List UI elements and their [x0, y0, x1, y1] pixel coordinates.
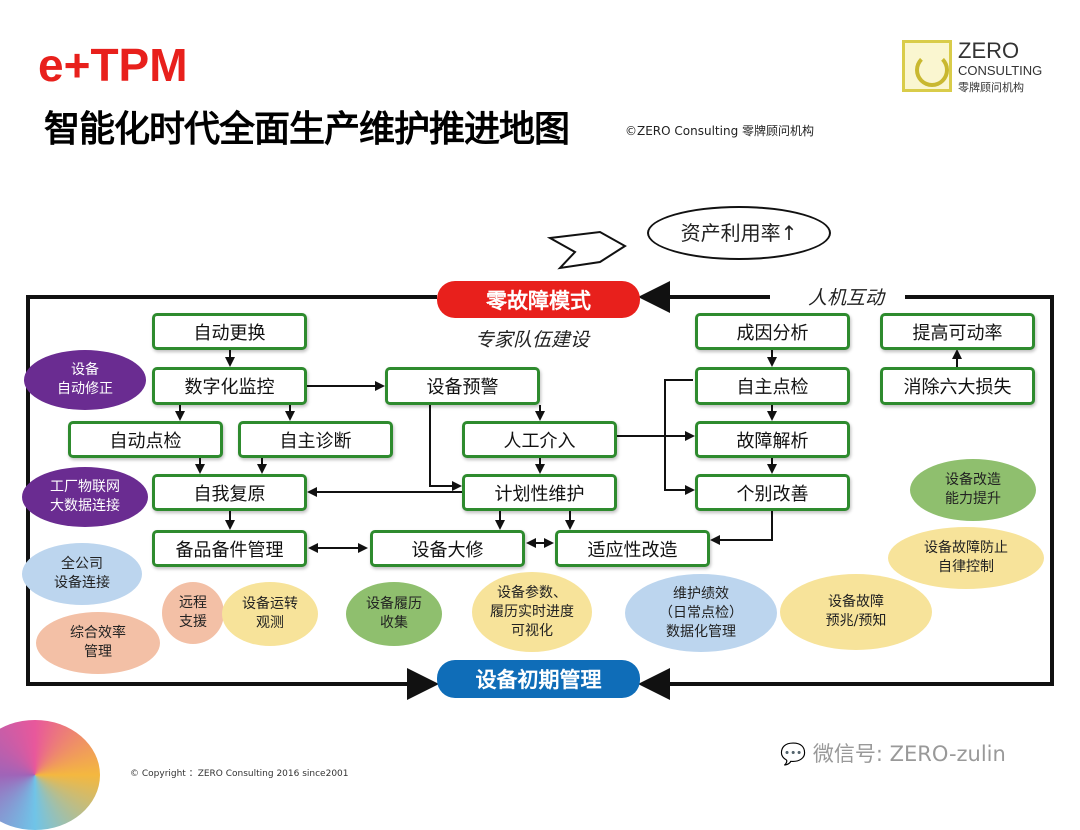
ellipse-failure-prevention: 设备故障防止 自律控制 [888, 527, 1044, 589]
ellipse-history-collection: 设备履历 收集 [346, 582, 442, 646]
ellipse-auto-correction: 设备 自动修正 [24, 350, 146, 410]
box-overhaul: 设备大修 [370, 530, 525, 567]
box-self-recovery: 自我复原 [152, 474, 307, 511]
logo-text-zero: ZERO [958, 38, 1020, 63]
logo: ZERO CONSULTING 零牌顾问机构 [900, 38, 1050, 96]
initial-management-pill: 设备初期管理 [437, 660, 640, 698]
box-individual-improvement: 个别改善 [695, 474, 850, 511]
ellipse-operation-observation: 设备运转 观测 [222, 582, 318, 646]
box-auto-inspection: 自动点检 [68, 421, 223, 458]
box-equipment-warning: 设备预警 [385, 367, 540, 405]
logo-text-cn: 零牌顾问机构 [958, 81, 1024, 94]
pointer-arrow-icon [546, 230, 627, 270]
box-manual-intervention: 人工介入 [462, 421, 617, 458]
footer-copyright: © Copyright ：ZERO Consulting 2016 since2… [130, 769, 349, 779]
box-planned-maintenance: 计划性维护 [462, 474, 617, 511]
box-autonomous-inspection: 自主点检 [695, 367, 850, 405]
logo-mark-icon [902, 40, 952, 92]
inline-copyright: ©ZERO Consulting 零牌顾问机构 [625, 124, 814, 138]
goal-callout: 资产利用率↑ [647, 206, 831, 260]
human-machine-label: 人机互动 [808, 287, 885, 309]
brand-title: e+TPM [38, 39, 188, 91]
box-self-diagnosis: 自主诊断 [238, 421, 393, 458]
box-spare-parts: 备品备件管理 [152, 530, 307, 567]
expert-team-label: 专家队伍建设 [475, 329, 590, 351]
connector-lines [26, 230, 1054, 700]
ellipse-iot-bigdata: 工厂物联网 大数据连接 [22, 467, 148, 527]
logo-text-consulting: CONSULTING [958, 63, 1043, 78]
box-failure-analysis: 故障解析 [695, 421, 850, 458]
page-title: 智能化时代全面生产维护推进地图 [44, 109, 570, 150]
wechat-text: 微信号: ZERO-zulin [812, 742, 1006, 766]
ellipse-visualization: 设备参数、 履历实时进度 可视化 [472, 572, 592, 652]
ellipse-remote-support: 远程 支援 [162, 582, 224, 644]
wechat-id: 💬 微信号: ZERO-zulin [780, 738, 1006, 768]
box-digital-monitoring: 数字化监控 [152, 367, 307, 405]
box-adaptive-modification: 适应性改造 [555, 530, 710, 567]
zero-failure-mode-pill: 零故障模式 [437, 281, 640, 318]
ellipse-failure-prediction: 设备故障 预兆/预知 [780, 574, 932, 650]
ellipse-maintenance-kpi: 维护绩效 （日常点检） 数据化管理 [625, 574, 777, 652]
box-cause-analysis: 成因分析 [695, 313, 850, 350]
box-improve-availability: 提高可动率 [880, 313, 1035, 350]
box-eliminate-six-losses: 消除六大损失 [880, 367, 1035, 405]
ellipse-modification-capability: 设备改造 能力提升 [910, 459, 1036, 521]
box-auto-replace: 自动更换 [152, 313, 307, 350]
ellipse-company-connection: 全公司 设备连接 [22, 543, 142, 605]
ellipse-oee-management: 综合效率 管理 [36, 612, 160, 674]
wechat-icon: 💬 [780, 742, 813, 766]
